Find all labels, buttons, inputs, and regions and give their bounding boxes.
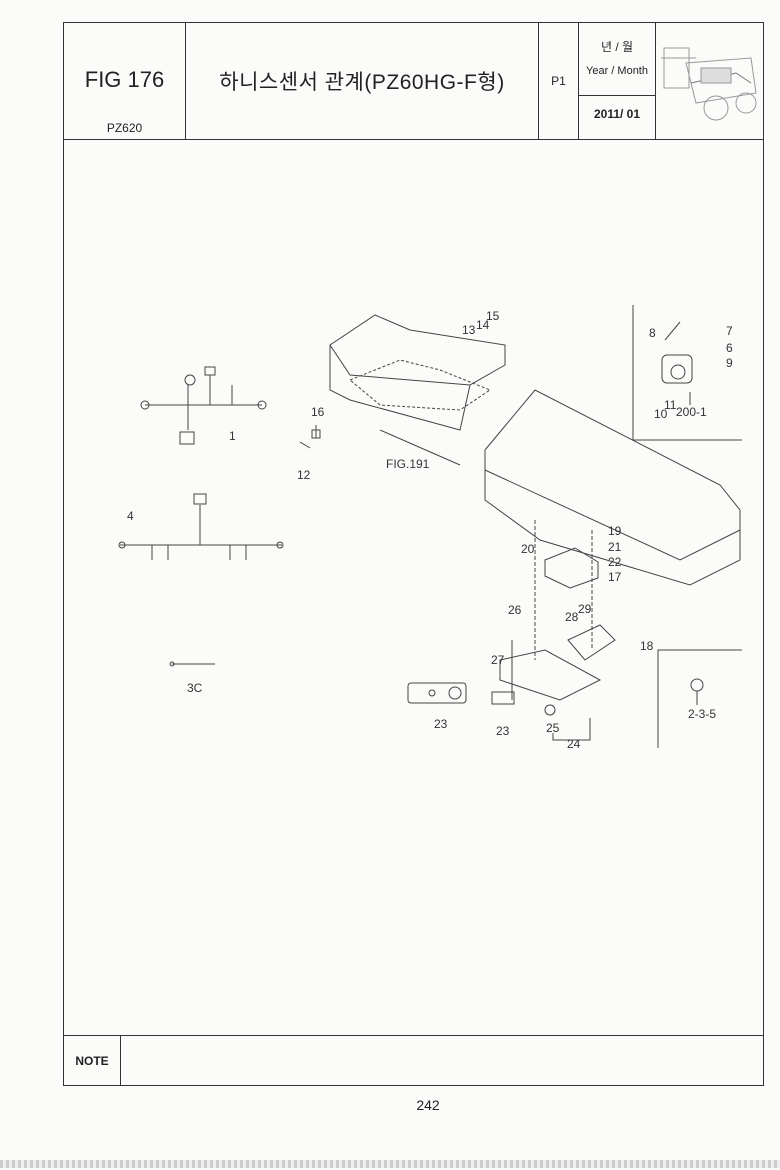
date-label-ko: 년 / 월 bbox=[600, 40, 634, 54]
date-label-en: Year / Month bbox=[586, 65, 648, 77]
date-cell: 년 / 월 Year / Month 2011/ 01 bbox=[579, 23, 656, 139]
callout-8: 8 bbox=[649, 326, 656, 340]
header-block: FIG 176 PZ620 하니스센서 관계(PZ60HG-F형) P1 년 /… bbox=[64, 23, 763, 140]
callout-26: 26 bbox=[508, 603, 522, 617]
date-label-box: 년 / 월 Year / Month bbox=[579, 23, 655, 96]
callout-11: 11 bbox=[664, 398, 677, 412]
callout-12: 12 bbox=[297, 468, 311, 482]
callout-21: 21 bbox=[608, 540, 622, 554]
callout-20: 20 bbox=[521, 542, 535, 556]
tractor-thumbnail-icon bbox=[656, 23, 764, 139]
callout-13: 13 bbox=[462, 323, 476, 337]
callout-3c: 3C bbox=[187, 681, 203, 695]
hood-assembly-drawing bbox=[329, 314, 741, 586]
callout-7: 7 bbox=[726, 324, 733, 338]
callout-fig-191: FIG.191 bbox=[386, 457, 430, 471]
callout-17: 17 bbox=[608, 570, 622, 584]
callout-22: 22 bbox=[608, 555, 622, 569]
page-title: 하니스센서 관계(PZ60HG-F형) bbox=[186, 23, 539, 139]
callout-23b: 23 bbox=[496, 724, 510, 738]
callout-9: 9 bbox=[726, 356, 733, 370]
callout-18: 18 bbox=[640, 639, 654, 653]
callout-29: 29 bbox=[578, 602, 592, 616]
clip-2-3-5-drawing bbox=[690, 678, 704, 692]
note-row: NOTE bbox=[64, 1035, 763, 1086]
page-number: 242 bbox=[416, 1097, 440, 1113]
sensor-200-1-drawing bbox=[661, 321, 693, 405]
catalog-page-frame: FIG 176 PZ620 하니스센서 관계(PZ60HG-F형) P1 년 /… bbox=[63, 22, 764, 1086]
page-code: P1 bbox=[539, 23, 579, 139]
callout-23a: 23 bbox=[434, 717, 448, 731]
callout-200-1: 200-1 bbox=[676, 405, 707, 419]
inset-frame-bottom bbox=[657, 649, 742, 748]
note-label: NOTE bbox=[64, 1036, 121, 1086]
callout-25: 25 bbox=[546, 721, 560, 735]
callout-19: 19 bbox=[608, 524, 622, 538]
callout-10: 10 bbox=[654, 407, 668, 421]
controller-23-drawing bbox=[407, 682, 467, 704]
inset-frame-top bbox=[632, 305, 742, 441]
harness-1-drawing bbox=[140, 366, 267, 445]
callout-6: 6 bbox=[726, 341, 733, 355]
callout-28: 28 bbox=[565, 610, 579, 624]
callout-27: 27 bbox=[491, 653, 505, 667]
callout-16: 16 bbox=[311, 405, 325, 419]
callout-1: 1 bbox=[229, 429, 236, 443]
fig-number: FIG 176 bbox=[84, 67, 165, 92]
callout-4: 4 bbox=[127, 509, 134, 523]
fig-cell: FIG 176 PZ620 bbox=[64, 23, 186, 139]
bracket-assembly-drawing bbox=[491, 520, 616, 741]
callout-2-3-5: 2-3-5 bbox=[688, 707, 716, 721]
callout-15: 15 bbox=[486, 309, 500, 323]
callout-24: 24 bbox=[567, 737, 581, 751]
callout-14: 14 bbox=[476, 318, 490, 332]
date-value: 2011/ 01 bbox=[593, 107, 641, 121]
harness-4-drawing bbox=[118, 493, 284, 560]
model-code: PZ620 bbox=[106, 121, 143, 135]
scan-edge bbox=[0, 1160, 780, 1168]
